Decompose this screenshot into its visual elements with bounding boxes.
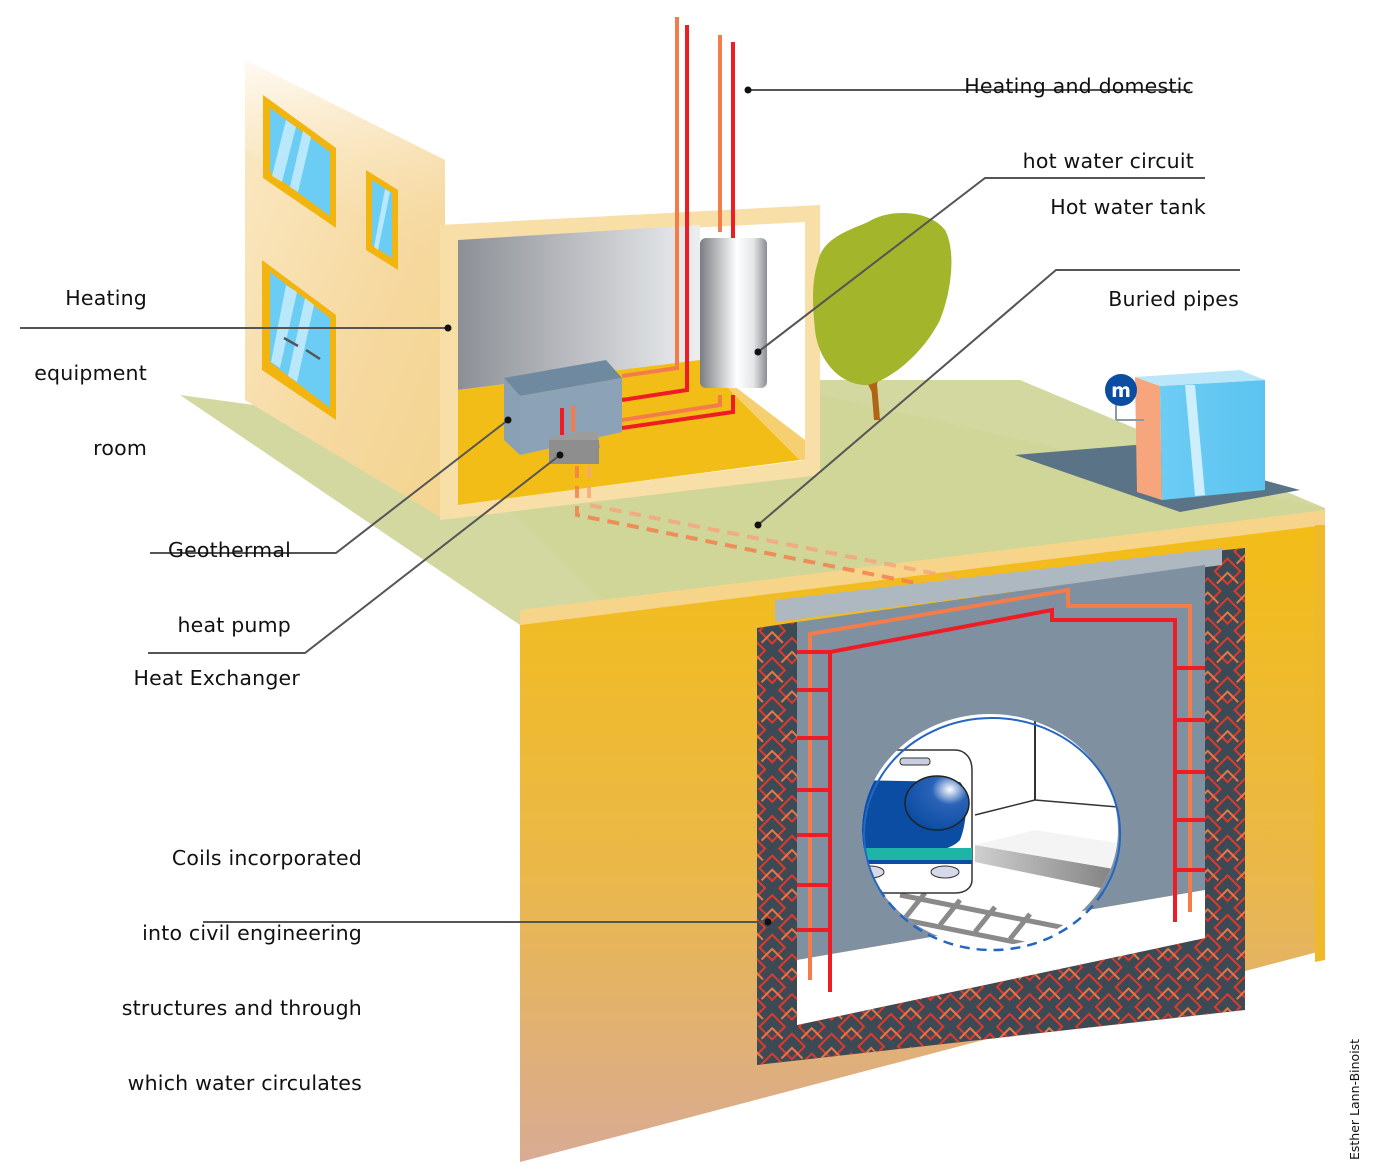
label-line: Heat Exchanger — [133, 666, 300, 690]
leader-heat-exchanger — [148, 454, 561, 654]
metro-kiosk-side — [1135, 377, 1162, 500]
building — [245, 17, 1069, 614]
platform — [975, 845, 1118, 892]
label-line: which water circulates — [127, 1071, 362, 1095]
tunnel-floor — [797, 890, 1205, 1025]
window-ground-floor — [262, 260, 336, 420]
leader-heat-pump — [150, 419, 509, 554]
label-line: heat pump — [177, 613, 291, 637]
label-line: equipment — [34, 361, 147, 385]
leader-buried-pipes — [757, 269, 1240, 526]
label-line: room — [93, 436, 147, 460]
leader-hot-water-tank — [757, 177, 1205, 353]
label-line: Heating and domestic — [964, 74, 1194, 98]
callout-dots — [444, 86, 772, 926]
metro-entrance: m — [1015, 370, 1300, 512]
tunnel-pipes — [797, 587, 1205, 992]
metro-train-inset — [862, 714, 1122, 952]
window-upper-left — [263, 95, 336, 228]
label-line: structures and through — [121, 996, 362, 1020]
label-heating-circuit: Heating and domestic hot water circuit — [964, 24, 1194, 199]
label-equipment-room: Heating equipment room — [34, 236, 147, 486]
label-line: Heating — [65, 286, 147, 310]
tree — [813, 212, 952, 420]
metro-sign-icon — [1105, 374, 1137, 406]
label-buried-pipes: Buried pipes — [1108, 237, 1239, 337]
label-hot-water-tank: Hot water tank — [1050, 145, 1206, 245]
heating-circuit-pipes — [621, 17, 735, 430]
room-back-wall — [458, 225, 700, 390]
metro-train — [862, 748, 973, 894]
metro-kiosk-glass — [1160, 380, 1265, 500]
callout-lines — [20, 89, 1240, 923]
hot-water-tank — [700, 238, 767, 388]
label-line: Buried pipes — [1108, 287, 1239, 311]
label-line: Coils incorporated — [171, 846, 362, 870]
label-line: Hot water tank — [1050, 195, 1206, 219]
heat-exchanger — [549, 430, 600, 464]
label-line: Geothermal — [168, 538, 291, 562]
label-line: into civil engineering — [142, 921, 362, 945]
label-line: hot water circuit — [1022, 149, 1194, 173]
window-upper-right — [366, 170, 398, 270]
label-heat-pump: Geothermal heat pump — [168, 488, 291, 663]
metro-sign-letter: m — [1111, 380, 1131, 402]
label-coils: Coils incorporated into civil engineerin… — [122, 796, 362, 1121]
label-heat-exchanger: Heat Exchanger — [133, 616, 300, 716]
illustrator-credit: Esther Lann-Binoist — [1347, 1038, 1362, 1160]
buried-pipes — [575, 466, 1069, 614]
metro-tunnel — [757, 548, 1245, 1065]
